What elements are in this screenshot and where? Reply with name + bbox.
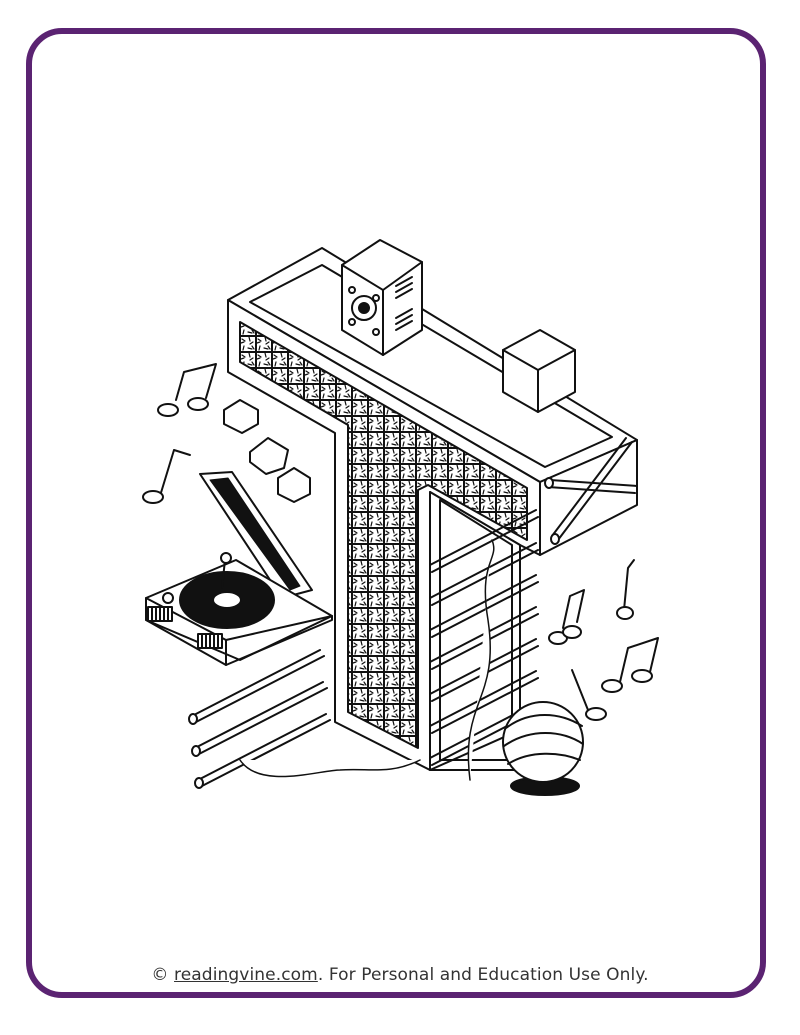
music-note-icon <box>548 559 659 721</box>
copyright-symbol: © <box>151 965 169 985</box>
cube-icon <box>502 329 576 413</box>
music-note-icon <box>142 363 217 504</box>
drumsticks-icon <box>188 649 421 789</box>
footer-notice: . For Personal and Education Use Only. <box>317 965 649 985</box>
ball-icon <box>502 701 584 796</box>
drumsticks-icon <box>544 437 638 545</box>
floating-cubes <box>223 399 311 503</box>
site-link[interactable]: readingvine.com <box>174 965 318 985</box>
record-player-icon <box>145 471 333 666</box>
speaker-icon <box>341 239 423 356</box>
footer-copyright: © readingvine.com. For Personal and Educ… <box>0 965 800 985</box>
